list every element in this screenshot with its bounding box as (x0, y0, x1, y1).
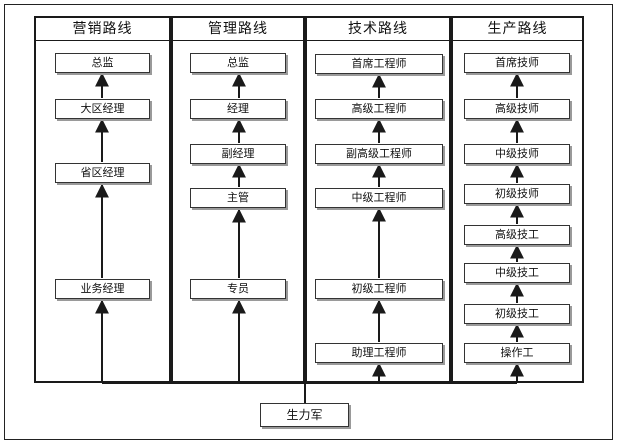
column-title-technical: 技术路线 (307, 18, 449, 41)
node-mgmt-director: 总监 (190, 53, 286, 73)
node-tech-senior-engineer: 高级工程师 (315, 99, 443, 119)
node-mgmt-deputy-manager: 副经理 (190, 144, 286, 164)
node-tech-assistant-engineer: 助理工程师 (315, 343, 443, 363)
node-sales-business-manager: 业务经理 (55, 279, 150, 299)
node-prod-senior-worker: 高级技工 (464, 225, 570, 245)
node-source: 生力军 (260, 403, 349, 427)
node-mgmt-specialist: 专员 (190, 279, 286, 299)
node-mgmt-supervisor: 主管 (190, 188, 286, 208)
outer-frame (4, 4, 613, 440)
node-prod-senior-technician: 高级技师 (464, 99, 570, 119)
node-sales-province-manager: 省区经理 (55, 163, 150, 183)
node-tech-intermediate-engineer: 中级工程师 (315, 188, 443, 208)
node-tech-deputy-senior-engineer: 副高级工程师 (315, 144, 443, 164)
node-tech-junior-engineer: 初级工程师 (315, 279, 443, 299)
node-mgmt-manager: 经理 (190, 99, 286, 119)
node-prod-operator: 操作工 (464, 343, 570, 363)
node-tech-chief-engineer: 首席工程师 (315, 54, 443, 74)
column-title-management: 管理路线 (173, 18, 303, 41)
node-prod-intermediate-technician: 中级技师 (464, 144, 570, 164)
node-sales-regional-manager: 大区经理 (55, 99, 150, 119)
column-title-production: 生产路线 (453, 18, 582, 41)
node-prod-intermediate-worker: 中级技工 (464, 263, 570, 283)
column-title-sales: 营销路线 (36, 18, 169, 41)
node-prod-junior-technician: 初级技师 (464, 184, 570, 204)
node-prod-chief-technician: 首席技师 (464, 53, 570, 73)
node-sales-director: 总监 (55, 53, 150, 73)
node-prod-junior-worker: 初级技工 (464, 304, 570, 324)
